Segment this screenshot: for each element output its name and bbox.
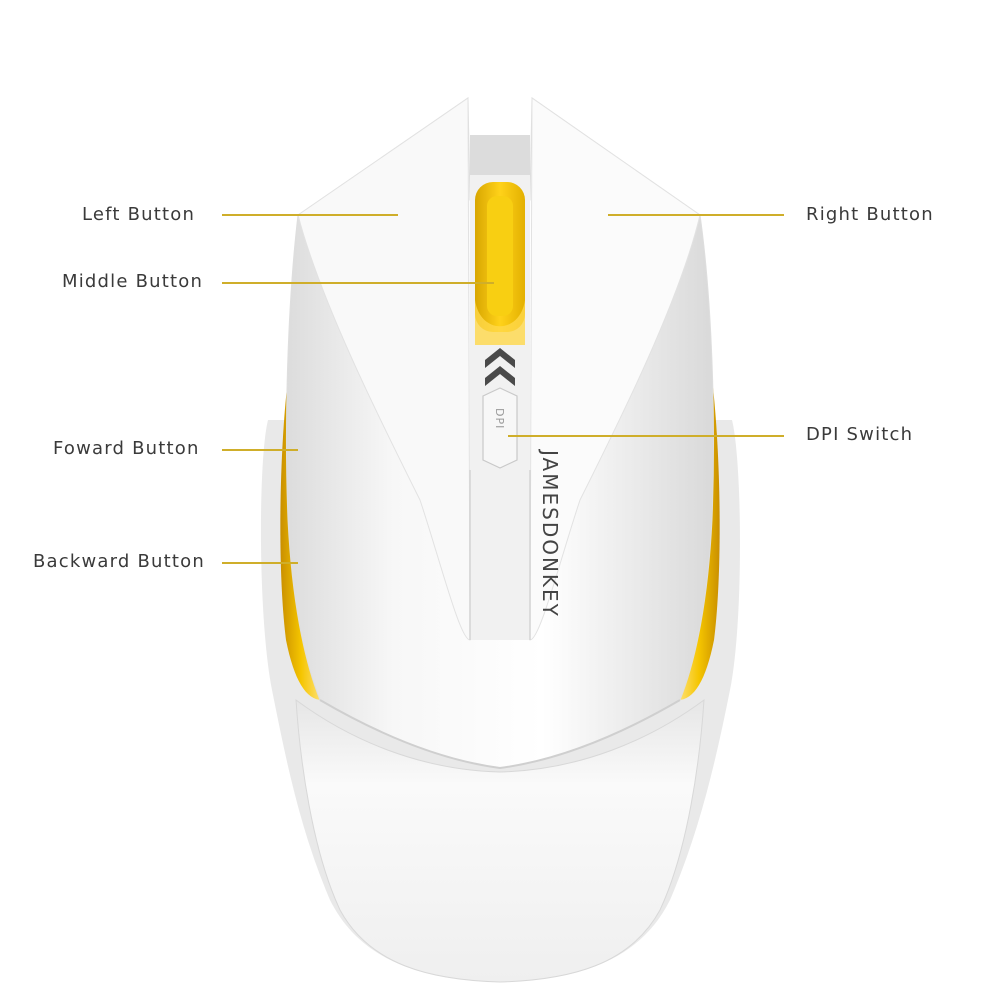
leader-dpi-switch xyxy=(508,435,784,437)
label-middle-button: Middle Button xyxy=(62,271,204,292)
label-forward-button: Foward Button xyxy=(53,438,200,459)
brand-logo: JAMESDONKEY xyxy=(538,448,562,618)
chevron-icon xyxy=(485,366,515,386)
label-dpi-switch: DPI Switch xyxy=(806,424,914,445)
leader-forward-button xyxy=(222,449,298,451)
leader-right-button xyxy=(608,214,784,216)
label-backward-button: Backward Button xyxy=(33,551,205,572)
left-button xyxy=(297,97,471,641)
palm-rest xyxy=(295,698,705,983)
leader-middle-button xyxy=(222,282,494,284)
label-left-button: Left Button xyxy=(82,204,196,225)
dpi-switch xyxy=(482,387,518,469)
chevron-icon xyxy=(485,348,515,368)
right-button xyxy=(529,97,701,641)
dpi-switch-label: DPI xyxy=(493,408,506,429)
leader-left-button xyxy=(222,214,398,216)
leader-backward-button xyxy=(222,562,298,564)
label-right-button: Right Button xyxy=(806,204,934,225)
